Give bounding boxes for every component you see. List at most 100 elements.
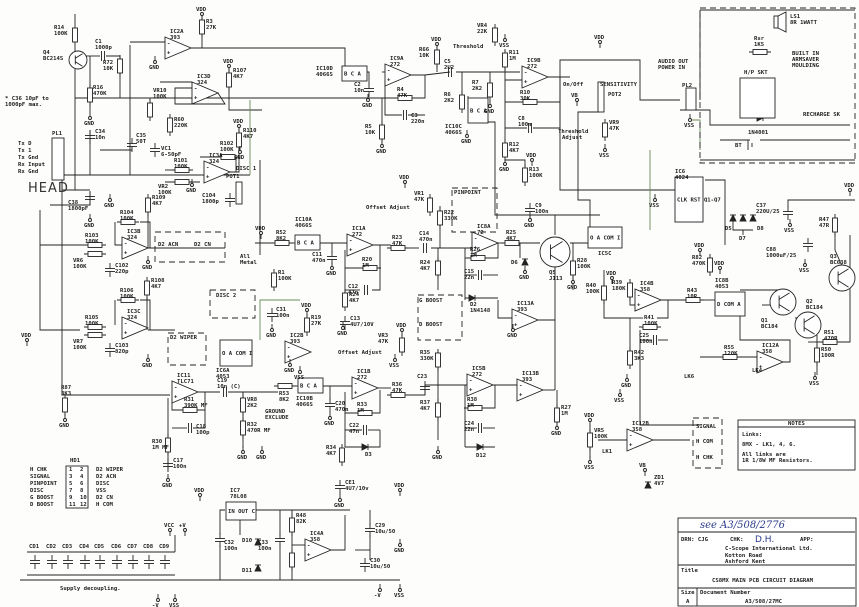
hd1-left-label: D BOOST xyxy=(30,502,54,508)
gnd-label: GND xyxy=(142,363,153,369)
hd1-pin: 9 xyxy=(69,495,73,501)
r72-value: 10K xyxy=(103,66,114,72)
ic2a-value: 393 xyxy=(170,35,180,41)
d-boost-label: D BOOST xyxy=(419,322,443,328)
gnd-label: GND xyxy=(256,455,267,461)
ic9b-value: 272 xyxy=(527,64,537,70)
ic6a-value: 4053 xyxy=(216,374,229,380)
hp-socket xyxy=(739,77,776,119)
minus_v-label: -V xyxy=(152,603,159,607)
c20-ref: C20 xyxy=(335,401,346,407)
vr4-ref: VR4 xyxy=(477,23,488,29)
c17-value: 100n xyxy=(173,464,186,470)
resistor-r48 xyxy=(289,517,295,533)
hd1-pin: 12 xyxy=(80,502,87,508)
d3-label: D3 xyxy=(365,452,372,458)
pinpoint-label: PINPOINT xyxy=(454,190,482,196)
wire xyxy=(372,268,381,291)
c14-value: 470n xyxy=(419,237,432,243)
transistor-q4 xyxy=(68,50,88,70)
resistor-r28 xyxy=(570,260,576,276)
wire xyxy=(732,220,753,231)
pl1-label: PL1 xyxy=(52,131,63,137)
rsr-ref: Rsr xyxy=(754,36,765,42)
ic5b-value: 272 xyxy=(472,372,482,378)
title-block xyxy=(677,517,857,607)
rsr-value: 1K5 xyxy=(754,42,764,48)
r106-value: 100K xyxy=(120,294,134,300)
resistor-r106 xyxy=(120,297,136,303)
pin-minus: - xyxy=(194,86,197,92)
pot1-ref: POT1 xyxy=(226,174,240,180)
ic-ic5c xyxy=(587,226,623,249)
gnd-icon xyxy=(88,218,92,222)
head-label: HEAD xyxy=(28,181,69,196)
opamp-ic3a xyxy=(203,160,232,184)
r24b-ref: R24 xyxy=(420,260,431,266)
c24-value: 22n xyxy=(464,427,474,433)
resistor-r43 xyxy=(685,297,701,303)
g-boost-label: G BOOST xyxy=(419,298,443,304)
hd1-right-label: VSS xyxy=(96,488,107,494)
approved-by: APP: xyxy=(800,537,813,543)
gnd-icon xyxy=(503,162,507,166)
c2-value: 10n xyxy=(354,88,364,94)
resistor-r26 xyxy=(470,255,486,261)
resistor-r33 xyxy=(357,410,373,416)
built-in-label: BUILT IN xyxy=(792,51,820,57)
c38-ref: C38 xyxy=(68,200,79,206)
gnd-label: GND xyxy=(186,188,197,194)
vdd-label: VDD xyxy=(396,323,407,329)
pin-plus: + xyxy=(469,387,473,393)
vss-icon xyxy=(503,38,507,42)
d12-label: D12 xyxy=(476,453,486,459)
wire xyxy=(114,222,122,246)
pot2-body xyxy=(597,81,605,113)
pin-plus: + xyxy=(194,95,198,101)
r28-value: 100K xyxy=(577,264,591,270)
d1n-value: 1N4001 xyxy=(748,130,769,136)
pin-minus: - xyxy=(759,355,762,361)
resistor-r19 xyxy=(304,317,310,333)
c1-ref: C1 xyxy=(95,39,102,45)
gnd-label: GND xyxy=(142,265,153,271)
vdd-label: VDD xyxy=(223,59,234,65)
decoupling-cap-label: CD6 xyxy=(111,544,122,550)
ic-ic10c xyxy=(467,97,489,124)
vss-label: VSS xyxy=(389,363,400,369)
plus_v-label: +V xyxy=(179,523,186,529)
resistor-r39 xyxy=(627,282,633,298)
d10-label: D10 xyxy=(242,538,253,544)
hd1-pin: 11 xyxy=(69,502,76,508)
resistor-unlabeled xyxy=(289,552,295,568)
opamp-ic2b xyxy=(284,340,313,364)
wire xyxy=(505,159,526,167)
vr2-value: 100K xyxy=(158,190,172,196)
gnd-label: GND xyxy=(394,548,405,554)
gnd-label: GND xyxy=(324,421,335,427)
